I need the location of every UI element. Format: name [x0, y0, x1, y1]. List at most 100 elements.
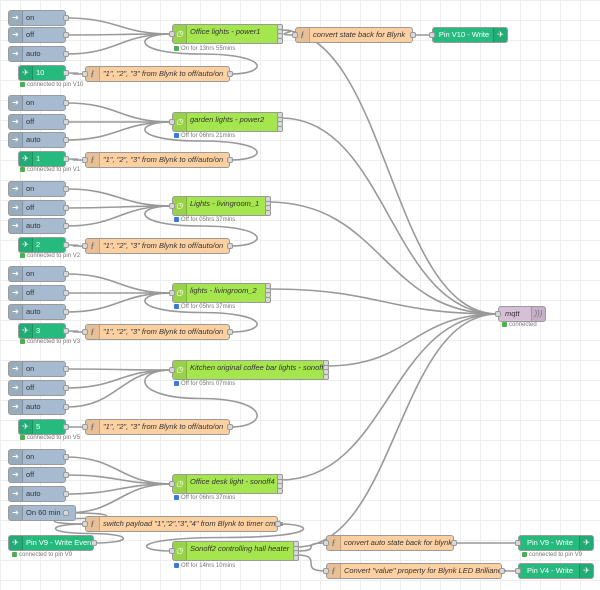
inject-node-on[interactable]: ➔on [8, 181, 66, 197]
node-port[interactable] [63, 328, 69, 334]
blynk-write-node[interactable]: Pin V9 - Write✈ [518, 535, 594, 551]
inject-node-off[interactable]: ➔off [8, 200, 66, 216]
blynk-write-node[interactable]: Pin V4 - Write✈ [518, 563, 594, 579]
inject-node-on-60-min[interactable]: ➔On 60 min [8, 505, 76, 521]
inject-node-auto[interactable]: ➔auto [8, 132, 66, 148]
node-port[interactable] [63, 137, 69, 143]
node-port[interactable] [323, 373, 329, 380]
inject-node-on[interactable]: ➔on [8, 449, 66, 465]
inject-node-off[interactable]: ➔off [8, 285, 66, 301]
timer-node[interactable]: ◷Sonoff2 controlling hall heater [172, 541, 296, 561]
node-port[interactable] [82, 157, 88, 163]
mqtt-output-node[interactable]: mqtt))) [498, 306, 546, 322]
node-port[interactable] [63, 385, 69, 391]
node-port[interactable] [63, 186, 69, 192]
inject-node-auto[interactable]: ➔auto [8, 218, 66, 234]
inject-node-off[interactable]: ➔off [8, 380, 66, 396]
node-port[interactable] [227, 243, 233, 249]
blynk-write-event-node[interactable]: ✈Pin V9 - Write Event [8, 535, 94, 551]
inject-node-on[interactable]: ➔on [8, 95, 66, 111]
function-node[interactable]: ƒ"1", "2", "3" from Blynk to off/auto/on [85, 152, 230, 168]
node-port[interactable] [82, 424, 88, 430]
inject-node-off[interactable]: ➔off [8, 27, 66, 43]
node-port[interactable] [63, 205, 69, 211]
node-port[interactable] [63, 366, 69, 372]
inject-node-on[interactable]: ➔on [8, 361, 66, 377]
node-port[interactable] [82, 329, 88, 335]
blynk-input-node[interactable]: ✈2 [18, 237, 66, 253]
node-port[interactable] [91, 540, 97, 546]
blynk-write-node[interactable]: Pin V10 - Write✈ [432, 27, 508, 43]
node-port[interactable] [227, 424, 233, 430]
node-port[interactable] [63, 309, 69, 315]
inject-node-on[interactable]: ➔on [8, 266, 66, 282]
node-port[interactable] [63, 242, 69, 248]
node-port[interactable] [169, 290, 175, 296]
function-node[interactable]: ƒ"1", "2", "3" from Blynk to off/auto/on [85, 238, 230, 254]
node-port[interactable] [63, 290, 69, 296]
timer-node[interactable]: ◷garden lights - power2 [172, 112, 280, 132]
inject-node-auto[interactable]: ➔auto [8, 304, 66, 320]
node-port[interactable] [63, 32, 69, 38]
node-port[interactable] [515, 568, 521, 574]
node-port[interactable] [495, 311, 501, 317]
node-port[interactable] [293, 554, 299, 561]
node-port[interactable] [265, 296, 271, 303]
function-node[interactable]: ƒ"1", "2", "3" from Blynk to off/auto/on [85, 66, 230, 82]
node-port[interactable] [63, 404, 69, 410]
node-port[interactable] [82, 71, 88, 77]
node-port[interactable] [169, 367, 175, 373]
timer-node[interactable]: ◷Lights - livingroom_1 [172, 196, 268, 216]
node-port[interactable] [275, 521, 281, 527]
node-port[interactable] [63, 472, 69, 478]
timer-node[interactable]: ◷Office lights - power1 [172, 24, 280, 44]
node-port[interactable] [410, 32, 416, 38]
inject-node-auto[interactable]: ➔auto [8, 399, 66, 415]
node-port[interactable] [227, 157, 233, 163]
node-port[interactable] [63, 424, 69, 430]
node-port[interactable] [63, 156, 69, 162]
node-port[interactable] [323, 568, 329, 574]
node-port[interactable] [63, 119, 69, 125]
node-port[interactable] [63, 51, 69, 57]
blynk-input-node[interactable]: ✈1 [18, 151, 66, 167]
inject-node-on[interactable]: ➔on [8, 10, 66, 26]
node-port[interactable] [63, 70, 69, 76]
node-port[interactable] [515, 540, 521, 546]
node-port[interactable] [277, 37, 283, 44]
node-port[interactable] [265, 209, 271, 216]
node-port[interactable] [63, 510, 69, 516]
node-port[interactable] [451, 540, 457, 546]
blynk-input-node[interactable]: ✈3 [18, 323, 66, 339]
node-port[interactable] [292, 32, 298, 38]
node-port[interactable] [277, 125, 283, 132]
node-port[interactable] [82, 243, 88, 249]
node-port[interactable] [63, 454, 69, 460]
node-port[interactable] [277, 487, 283, 494]
node-port[interactable] [227, 329, 233, 335]
node-port[interactable] [63, 271, 69, 277]
timer-node[interactable]: ◷Kitchen original coffee bar lights - so… [172, 360, 328, 380]
inject-node-auto[interactable]: ➔auto [8, 46, 66, 62]
blynk-input-node[interactable]: ✈5 [18, 419, 66, 435]
timer-node[interactable]: ◷Office desk light - sonoff4 [172, 474, 280, 494]
node-port[interactable] [82, 521, 88, 527]
node-port[interactable] [227, 71, 233, 77]
inject-node-off[interactable]: ➔off [8, 114, 66, 130]
function-node[interactable]: ƒ"1", "2", "3" from Blynk to off/auto/on [85, 324, 230, 340]
node-port[interactable] [429, 32, 435, 38]
node-port[interactable] [63, 491, 69, 497]
node-port[interactable] [169, 119, 175, 125]
timer-node[interactable]: ◷lights - livingroom_2 [172, 283, 268, 303]
node-port[interactable] [169, 548, 175, 554]
node-port[interactable] [169, 203, 175, 209]
blynk-input-node[interactable]: ✈10 [18, 65, 66, 81]
node-port[interactable] [63, 100, 69, 106]
node-port[interactable] [499, 568, 505, 574]
node-port[interactable] [323, 540, 329, 546]
node-port[interactable] [63, 223, 69, 229]
